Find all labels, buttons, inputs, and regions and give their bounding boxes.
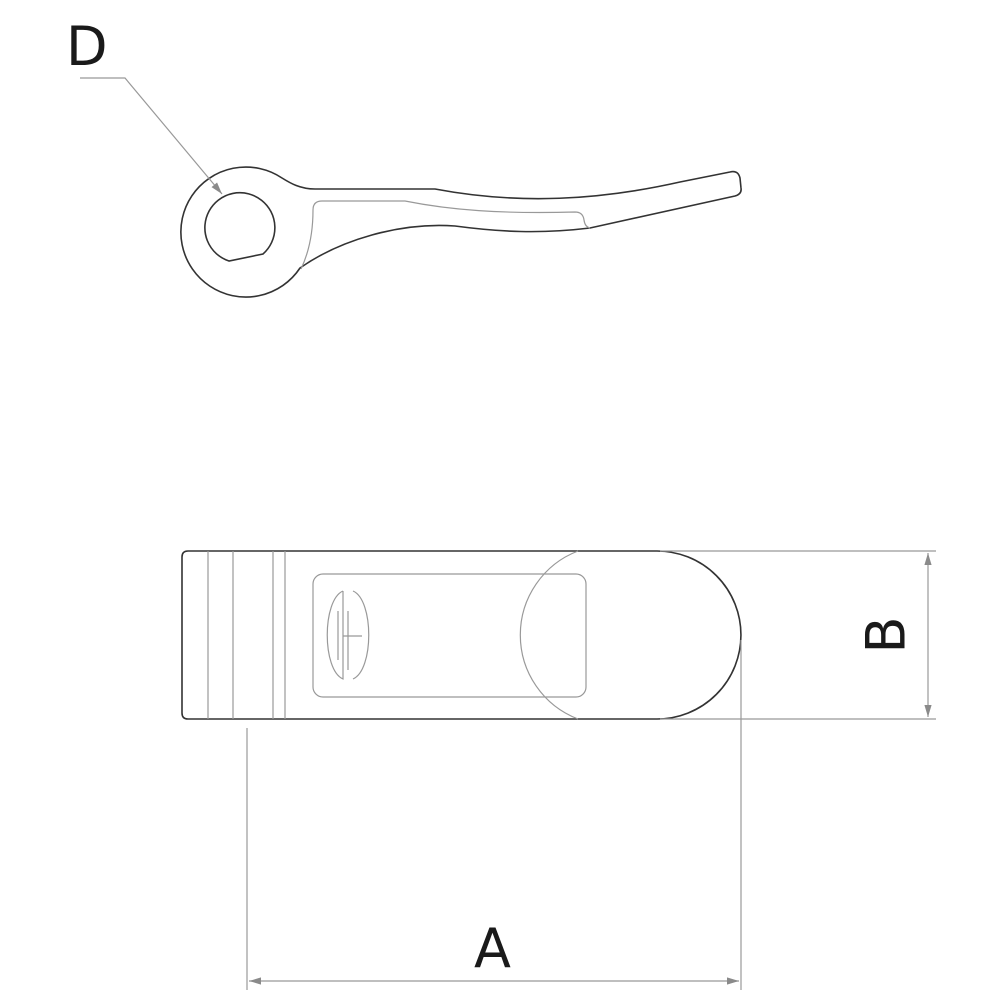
grip-lines: [207, 551, 286, 719]
side-view: [180, 166, 742, 298]
label-b: B: [854, 616, 918, 654]
top-view-outline: [181, 550, 742, 720]
side-view-outline: [180, 166, 742, 298]
dimension-a: [246, 640, 742, 990]
side-view-detail-line: [300, 200, 591, 270]
bore-hole: [204, 192, 276, 262]
ring-outline-arc: [519, 550, 579, 720]
dimension-b: [660, 550, 936, 720]
label-recess: [312, 573, 587, 698]
top-view: [181, 550, 742, 720]
leader-d: [80, 77, 223, 195]
label-a: A: [474, 917, 511, 980]
label-d: D: [66, 15, 108, 78]
brand-logo: [326, 590, 370, 680]
